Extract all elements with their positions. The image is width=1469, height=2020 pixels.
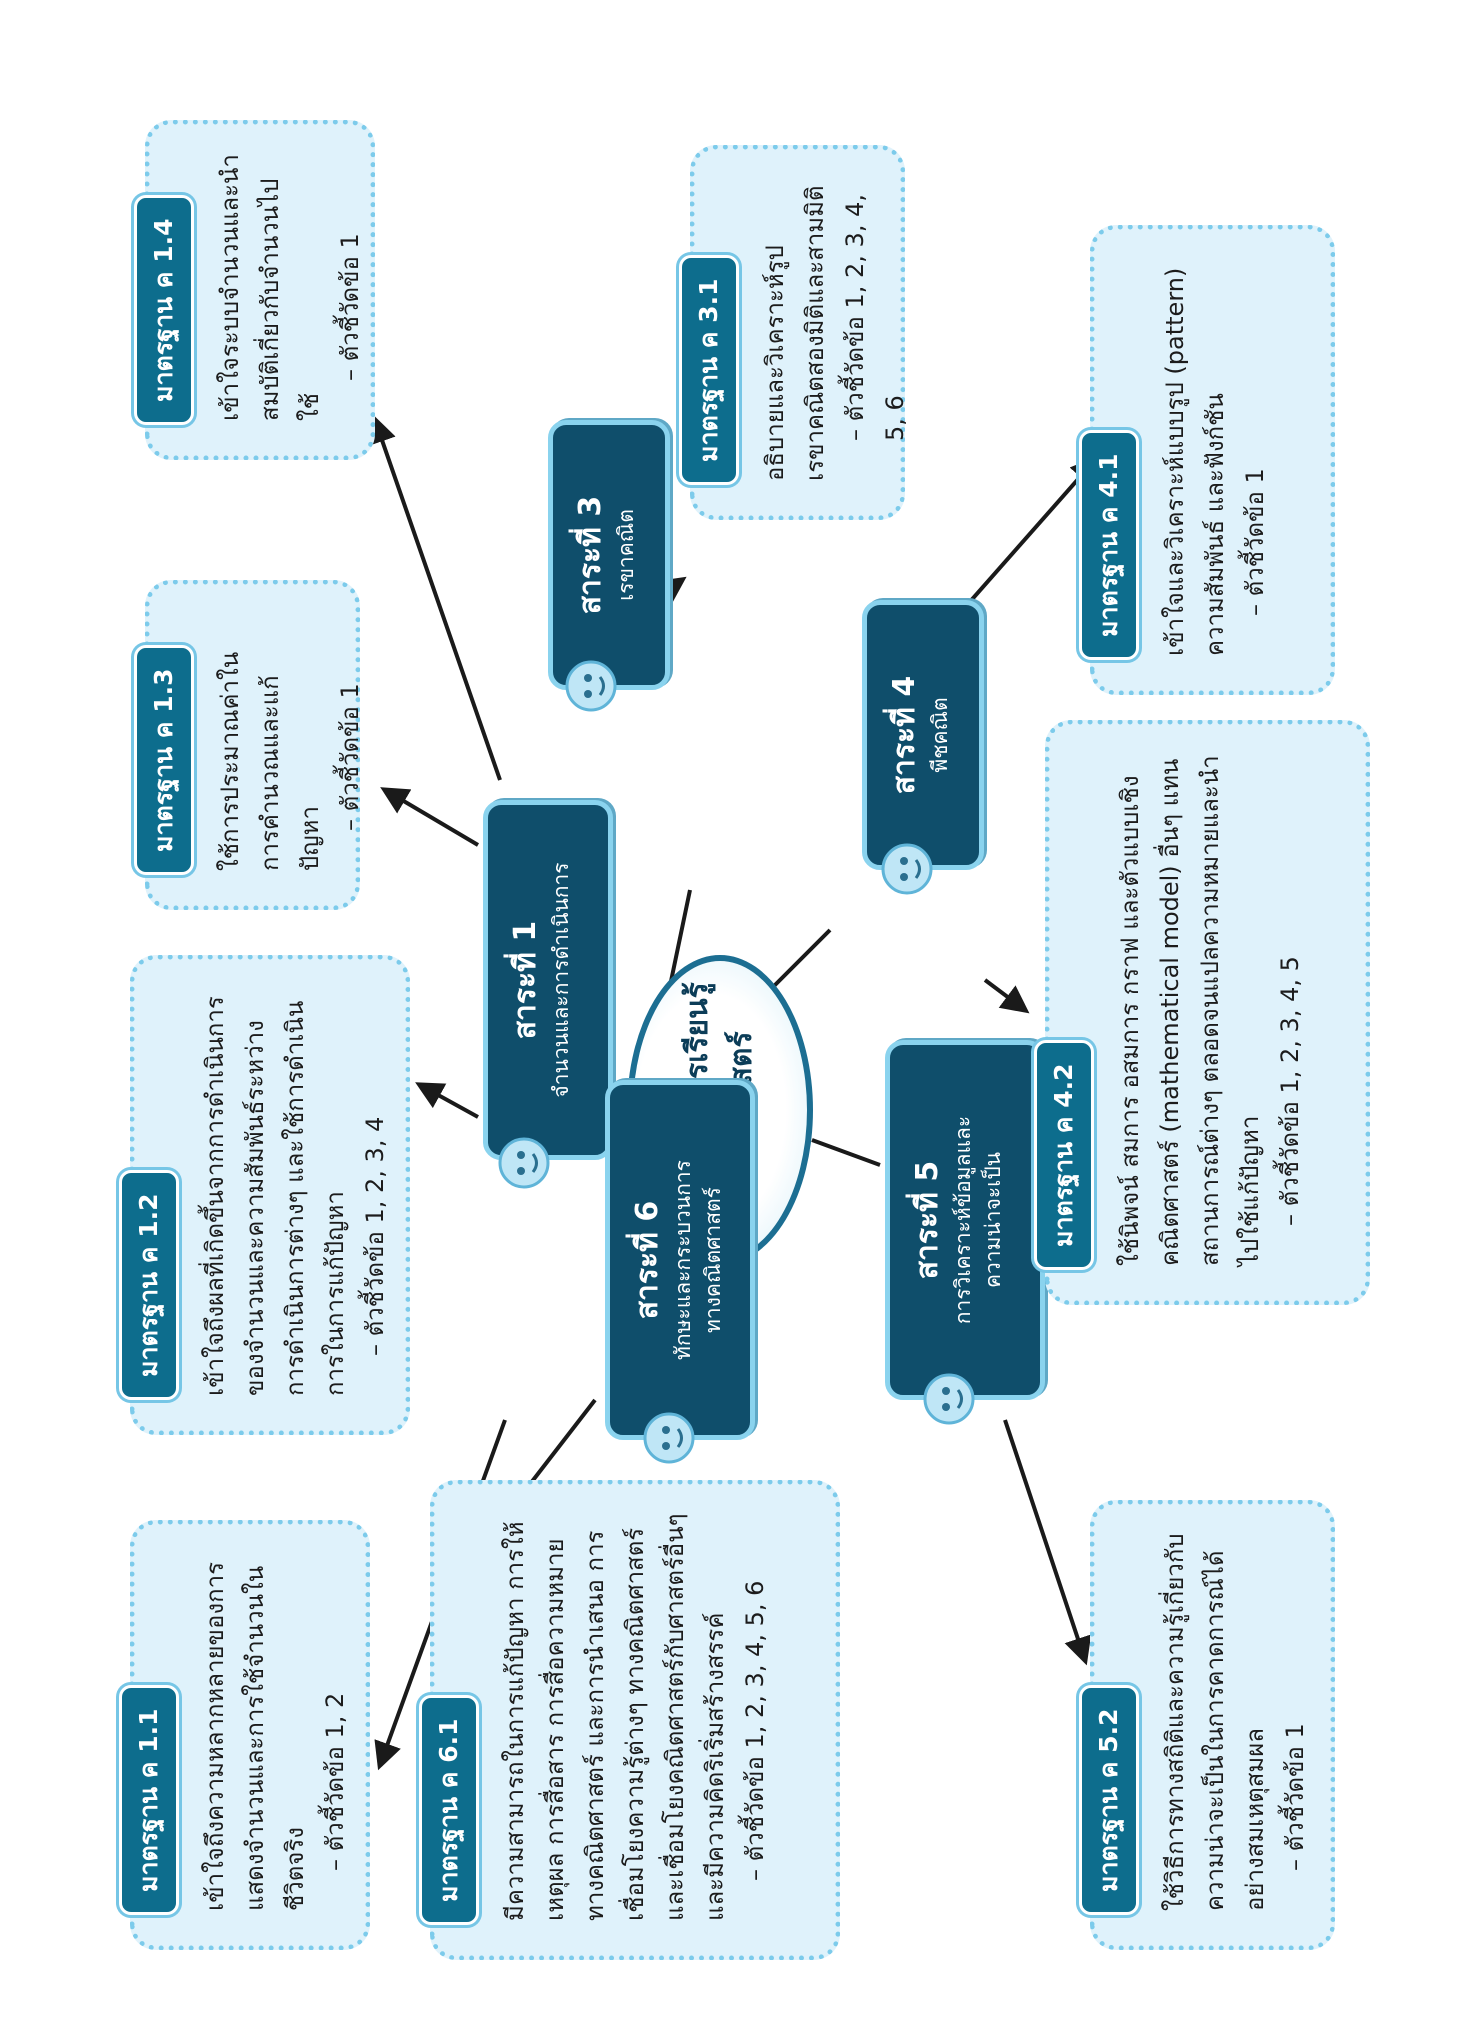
arrow-to-k13 [380, 787, 480, 847]
standard-k13-tag: มาตรฐาน ค 1.3 [134, 645, 194, 875]
standard-k12-text: เข้าใจถึงผลที่เกิดขึ้นจากการดำเนินการของ… [201, 996, 349, 1396]
strand-5-subtitle-line1: การวิเคราะห์ข้อมูลและ [951, 1115, 975, 1325]
arrow-to-k14 [369, 414, 502, 781]
mascot-icon [923, 1373, 975, 1425]
strand-3: สาระที่ 3 เรขาคณิต [548, 420, 670, 690]
link-center-s4 [768, 928, 832, 992]
strand-1-subtitle: จำนวนและการดำเนินการ [549, 862, 573, 1098]
standard-k31-text: อธิบายและวิเคราะห์รูปเรขาคณิตสองมิติและส… [761, 185, 829, 482]
standard-k31: มาตรฐาน ค 3.1 อธิบายและวิเคราะห์รูปเรขาค… [679, 145, 909, 520]
standard-k41-tag: มาตรฐาน ค 4.1 [1079, 430, 1139, 660]
standard-k61-tag: มาตรฐาน ค 6.1 [419, 1695, 479, 1925]
standard-k11-text: เข้าใจถึงความหลากหลายของการแสดงจำนวนและก… [201, 1562, 309, 1911]
standard-k14-indicators: – ตัวชี้วัดข้อ 1 [336, 233, 364, 381]
strand-4-subtitle: พีชคณิต [928, 697, 952, 773]
standard-k42-text: ใช้นิพจน์ สมการ อสมการ กราฟ และตัวแบบเชิ… [1116, 755, 1264, 1266]
standard-k13-text: ใช้การประมาณค่าในการคำนวณและแก้ปัญหา [216, 651, 324, 871]
standard-k12: มาตรฐาน ค 1.2 เข้าใจถึงผลที่เกิดขึ้นจากก… [119, 955, 410, 1435]
strand-3-title: สาระที่ 3 [573, 495, 608, 615]
strand-5-subtitle-line2: ความน่าจะเป็น [981, 1151, 1005, 1289]
standard-k52-tag: มาตรฐาน ค 5.2 [1079, 1685, 1139, 1915]
standard-k42-tag: มาตรฐาน ค 4.2 [1034, 1040, 1094, 1270]
standard-k31-tag: มาตรฐาน ค 3.1 [679, 255, 739, 485]
standard-k12-tag: มาตรฐาน ค 1.2 [119, 1170, 179, 1400]
strand-6-subtitle-line1: ทักษะและกระบวนการ [671, 1160, 695, 1360]
standard-k41: มาตรฐาน ค 4.1 เข้าใจและวิเคราะห์แบบรูป (… [1079, 225, 1335, 695]
arrow-to-k52 [1003, 1419, 1092, 1666]
standard-k13: มาตรฐาน ค 1.3 ใช้การประมาณค่าในการคำนวณแ… [134, 580, 364, 910]
standard-k41-text: เข้าใจและวิเคราะห์แบบรูป (pattern) ความส… [1161, 267, 1229, 656]
standard-k61: มาตรฐาน ค 6.1 มีความสามารถในการแก้ปัญหา … [419, 1480, 840, 1960]
standard-k13-indicators: – ตัวชี้วัดข้อ 1 [336, 683, 364, 831]
standard-k14-tag: มาตรฐาน ค 1.4 [134, 195, 194, 425]
strand-6: สาระที่ 6 ทักษะและกระบวนการ ทางคณิตศาสตร… [605, 1080, 755, 1440]
mascot-icon [643, 1412, 695, 1464]
standard-k11: มาตรฐาน ค 1.1 เข้าใจถึงความหลากหลายของกา… [119, 1520, 370, 1950]
strand-4: สาระที่ 4 พีชคณิต [862, 600, 984, 870]
strand-1: สาระที่ 1 จำนวนและการดำเนินการ [483, 800, 613, 1160]
arrow-to-k12 [415, 1082, 479, 1119]
strand-5-title: สาระที่ 5 [910, 1160, 945, 1280]
strand-5: สาระที่ 5 การวิเคราะห์ข้อมูลและ ความน่าจ… [885, 1040, 1045, 1400]
standard-k61-indicators: – ตัวชี้วัดข้อ 1, 2, 3, 4, 5, 6 [741, 1580, 769, 1881]
arrow-to-k42 [983, 978, 1030, 1014]
standard-k52-indicators: – ตัวชี้วัดข้อ 1 [1281, 1723, 1309, 1871]
mascot-icon [565, 660, 617, 712]
standard-k41-indicators: – ตัวชี้วัดข้อ 1 [1241, 468, 1269, 616]
standard-k11-indicators: – ตัวชี้วัดข้อ 1, 2 [321, 1692, 349, 1871]
strand-3-subtitle: เรขาคณิต [614, 509, 638, 601]
standard-k52-text: ใช้วิธีการทางสถิติและความรู้เกี่ยวกับควา… [1161, 1533, 1269, 1911]
mascot-icon [498, 1137, 550, 1189]
strand-6-title: สาระที่ 6 [630, 1200, 665, 1320]
strand-6-subtitle-line2: ทางคณิตศาสตร์ [701, 1187, 725, 1333]
standard-k14: มาตรฐาน ค 1.4 เข้าใจระบบจำนวนและนำสมบัติ… [134, 120, 375, 460]
standard-k42-indicators: – ตัวชี้วัดข้อ 1, 2, 3, 4, 5 [1276, 956, 1304, 1226]
strand-1-title: สาระที่ 1 [508, 920, 543, 1040]
standard-k12-indicators: – ตัวชี้วัดข้อ 1, 2, 3, 4 [361, 1116, 389, 1356]
standard-k42: มาตรฐาน ค 4.2 ใช้นิพจน์ สมการ อสมการ กรา… [1034, 720, 1370, 1305]
standard-k61-text: มีความสามารถในการแก้ปัญหา การให้เหตุผล ก… [501, 1513, 729, 1921]
standard-k31-indicators: – ตัวชี้วัดข้อ 1, 2, 3, 4, 5, 6 [841, 194, 909, 441]
strand-4-title: สาระที่ 4 [887, 675, 922, 795]
standard-k11-tag: มาตรฐาน ค 1.1 [119, 1685, 179, 1915]
mascot-icon [881, 843, 933, 895]
link-center-s5 [811, 1138, 881, 1167]
standard-k14-text: เข้าใจระบบจำนวนและนำสมบัติเกี่ยวกับจำนวน… [216, 154, 324, 421]
standard-k52: มาตรฐาน ค 5.2 ใช้วิธีการทางสถิติและความร… [1079, 1500, 1335, 1950]
